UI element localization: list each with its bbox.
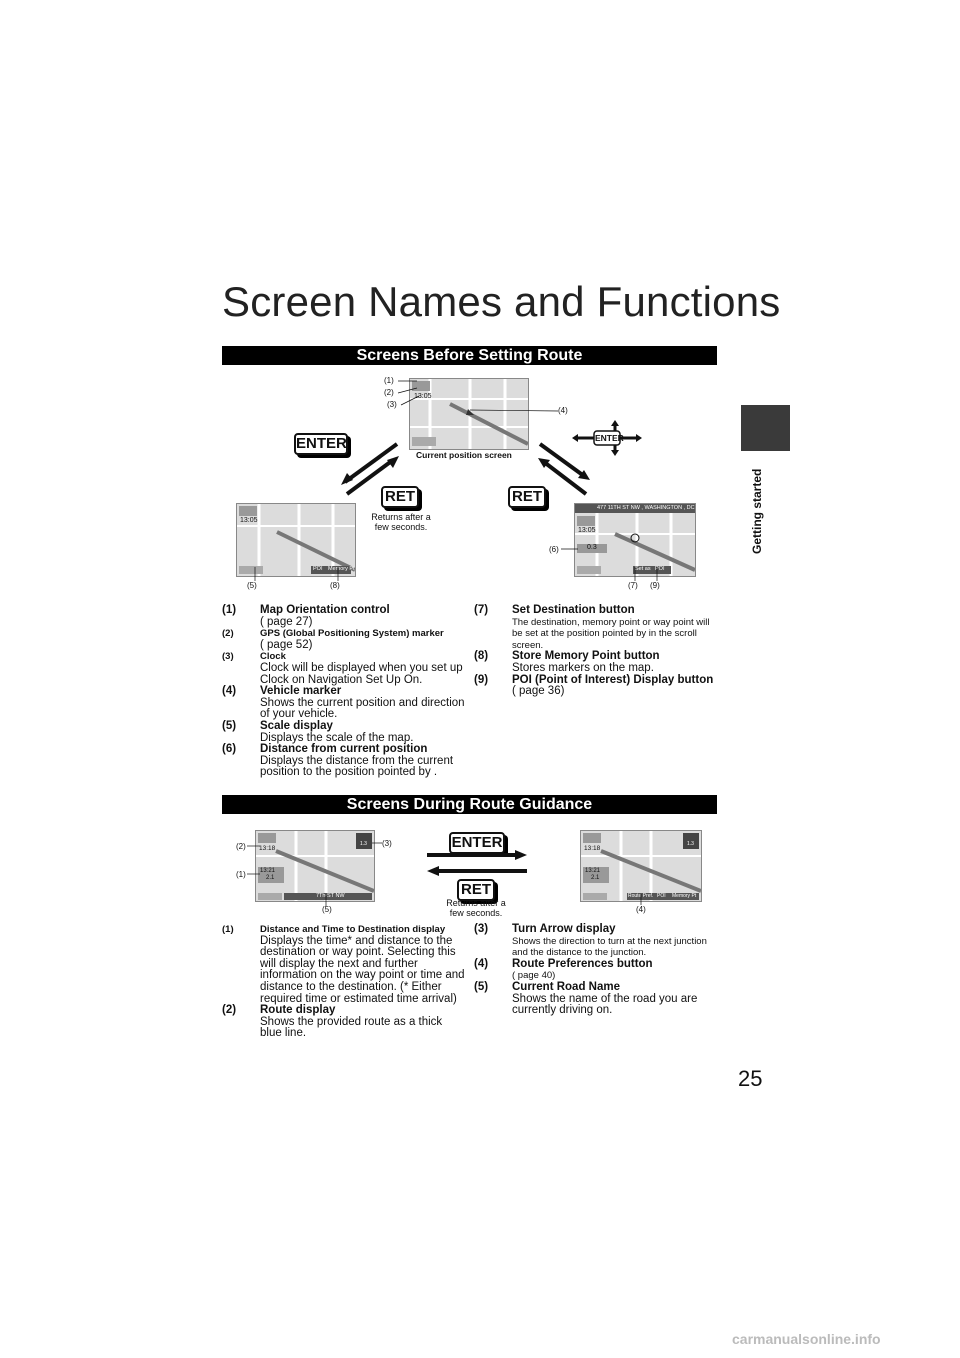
g-desc-item-2: (2)Route display Shows the provided rout… xyxy=(222,1004,443,1040)
guidance-map-left: 13:18 13:21 2.1 1.3 7Th ST NW xyxy=(255,830,375,902)
callout-8: (8) xyxy=(330,581,340,590)
poi-button[interactable]: POI xyxy=(313,566,323,572)
turn-distance: 1.3 xyxy=(687,841,694,847)
g-callout-4: (4) xyxy=(636,905,646,914)
enter-key[interactable]: ENTER xyxy=(294,433,348,455)
joystick-arrows-icon xyxy=(572,420,642,456)
desc-item-2: (2)GPS (Global Positioning System) marke… xyxy=(222,628,444,651)
enter-joystick-label: ENTER xyxy=(595,433,624,443)
desc-item-6: (6)Distance from current position Displa… xyxy=(222,743,454,779)
chapter-label: Getting started xyxy=(748,456,774,556)
footer-watermark: carmanualsonline.info xyxy=(732,1331,881,1347)
callout-9: (9) xyxy=(650,581,660,590)
page-title: Screen Names and Functions xyxy=(222,278,781,325)
callout-lines-7-9 xyxy=(634,567,658,581)
map-graphic xyxy=(581,831,701,901)
guidance-map-right: 13:18 13:21 2.1 1.3 Route Pref. POI Memo… xyxy=(580,830,702,902)
map-scroll-right: 477 11TH ST NW , WASHINGTON , DC 13:05 0… xyxy=(574,503,696,577)
g-callout-2: (2) xyxy=(236,842,246,851)
g-callout-3: (3) xyxy=(382,839,392,848)
desc-item-8: (8)Store Memory Point button Stores mark… xyxy=(474,650,660,674)
g-desc-item-3: (3)Turn Arrow display Shows the directio… xyxy=(474,923,707,959)
map-graphic xyxy=(256,831,374,901)
ret-key-right[interactable]: RET xyxy=(508,486,546,508)
page-number: 25 xyxy=(738,1066,763,1091)
memory-point-button[interactable]: Memory Pt xyxy=(672,893,697,899)
section-banner-before-route: Screens Before Setting Route xyxy=(222,346,717,365)
callout-2: (2) xyxy=(384,388,394,397)
callout-7: (7) xyxy=(628,581,638,590)
arrow-right-pair-icon xyxy=(538,442,590,496)
turn-distance: 1.3 xyxy=(360,841,367,847)
g-ret-key[interactable]: RET xyxy=(457,879,495,901)
section-banner-during-guidance: Screens During Route Guidance xyxy=(222,795,717,814)
desc-item-9: (9)POI (Point of Interest) Display butto… xyxy=(474,673,714,698)
callout-6: (6) xyxy=(549,545,559,554)
map-scroll-left: 13:05 POI Memory Pt xyxy=(236,503,356,577)
current-position-map: 13:05 xyxy=(409,378,529,450)
desc-item-3: (3)Clock Clock will be displayed when yo… xyxy=(222,651,463,686)
desc-item-5: (5)Scale display Displays the scale of t… xyxy=(222,719,414,744)
desc-item-7: (7)Set Destination button The destinatio… xyxy=(474,604,710,651)
eta-distance: 2.1 xyxy=(591,875,600,881)
map-distance: 0.3 xyxy=(587,544,597,551)
ret-key-left[interactable]: RET xyxy=(381,486,419,508)
desc-item-1: (1)Map Orientation control ( page 27) xyxy=(222,604,390,628)
route-preferences-button[interactable]: Route Pref. xyxy=(628,893,654,899)
set-destination-button[interactable]: Set as xyxy=(635,566,651,572)
callout-5: (5) xyxy=(247,581,257,590)
chapter-tab xyxy=(741,405,790,451)
eta-time: 13:21 xyxy=(260,868,276,874)
section1-descriptions-left: (1)Map Orientation control ( page 27) (2… xyxy=(222,604,466,779)
callout-4: (4) xyxy=(558,406,568,415)
eta-distance: 2.1 xyxy=(266,875,275,881)
callout-lines-top xyxy=(397,380,420,406)
eta-time: 13:21 xyxy=(585,868,601,874)
map-clock: 13:18 xyxy=(259,845,276,852)
g-arrows-icon xyxy=(427,850,527,876)
g-callout-1: (1) xyxy=(236,870,246,879)
callout-3: (3) xyxy=(387,400,397,409)
arrow-left-pair-icon xyxy=(341,442,399,496)
g-callout-5: (5) xyxy=(322,905,332,914)
enter-joystick[interactable]: ENTER xyxy=(570,418,644,458)
section1-descriptions-right: (7)Set Destination button The destinatio… xyxy=(474,604,722,698)
returns-caption-2: Returns after a few seconds. xyxy=(446,898,506,918)
map-address: 477 11TH ST NW , WASHINGTON , DC xyxy=(597,505,695,511)
callout-line-6 xyxy=(561,548,578,550)
map-clock: 13:18 xyxy=(584,845,601,852)
poi-button[interactable]: POI xyxy=(657,893,666,899)
desc-item-4: (4)Vehicle marker Shows the current posi… xyxy=(222,685,465,721)
chapter-label-text: Getting started xyxy=(750,468,764,554)
section2-descriptions-left: (1)Distance and Time to Destination disp… xyxy=(222,924,466,1040)
current-position-caption: Current position screen xyxy=(416,450,512,460)
returns-caption-1: Returns after a few seconds. xyxy=(371,512,431,532)
map-graphic xyxy=(575,504,695,576)
map-clock: 13:05 xyxy=(414,393,432,400)
g-desc-item-1: (1)Distance and Time to Destination disp… xyxy=(222,924,465,1005)
g-desc-item-4: (4)Route Preferences button ( page 40) xyxy=(474,957,653,982)
current-road-name: 7Th ST NW xyxy=(316,893,345,899)
poi-button[interactable]: POI xyxy=(655,566,665,572)
map-graphic xyxy=(410,379,528,449)
map-clock: 13:05 xyxy=(240,517,258,524)
callout-1: (1) xyxy=(384,376,394,385)
g-callout-line-4 xyxy=(640,894,642,905)
section2-descriptions-right: (3)Turn Arrow display Shows the directio… xyxy=(474,923,722,1017)
map-clock: 13:05 xyxy=(578,527,596,534)
callout-line-4 xyxy=(470,409,559,412)
map-graphic xyxy=(237,504,355,576)
callout-lines-5-8 xyxy=(254,567,339,581)
memory-point-button[interactable]: Memory Pt xyxy=(328,566,355,572)
g-callout-lines-left xyxy=(247,842,382,906)
g-desc-item-5: (5)Current Road Name Shows the name of t… xyxy=(474,980,698,1017)
